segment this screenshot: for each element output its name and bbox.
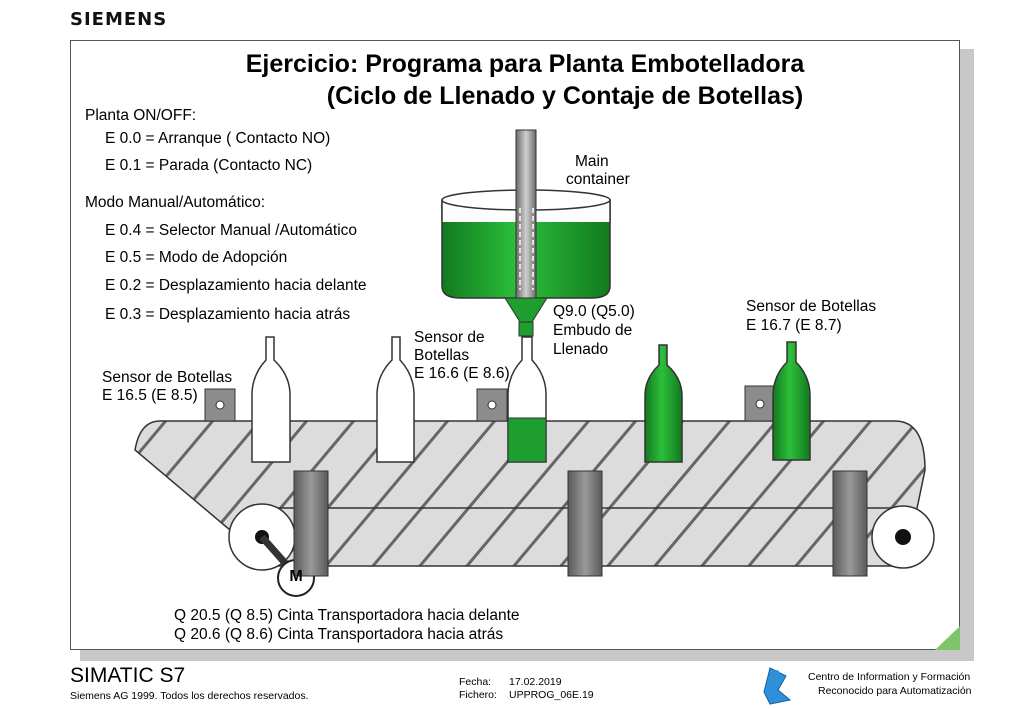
slide-title: Ejercicio: Programa para Planta Embotell… — [245, 50, 805, 78]
bottle-empty-2 — [376, 336, 415, 463]
sensor-right — [744, 385, 776, 422]
motor-label: M — [289, 568, 303, 585]
product-name: SIMATIC S7 — [70, 664, 186, 687]
file-value: UPPROG_06E.19 — [509, 689, 594, 701]
date-label: Fecha: — [459, 676, 492, 688]
sensor-middle — [476, 388, 508, 422]
bottle-filling — [507, 336, 547, 463]
input-e03: E 0.3 = Desplazamiento hacia atrás — [105, 306, 351, 323]
sensor-mid-label-3: E 16.6 (E 8.6) — [414, 365, 510, 382]
conveyor-forward-label: Q 20.5 (Q 8.5) Cinta Transportadora haci… — [174, 607, 520, 624]
sensor-mid-label-2: Botellas — [414, 347, 470, 364]
page-corner-fold — [935, 626, 960, 650]
mode-heading: Modo Manual/Automático: — [85, 194, 266, 211]
slide-subtitle: (Ciclo de Llenado y Contaje de Botellas) — [326, 82, 804, 110]
training-center-line-1: Centro de Information y Formación — [808, 671, 971, 683]
sensor-left-label-1: Sensor de Botellas — [102, 369, 233, 386]
funnel-label-1: Q9.0 (Q5.0) — [553, 303, 635, 320]
file-label: Fichero: — [459, 689, 497, 701]
copyright-text: Siemens AG 1999. Todos los derechos rese… — [70, 690, 309, 702]
input-e04: E 0.4 = Selector Manual /Automático — [105, 222, 358, 239]
conveyor-backward-label: Q 20.6 (Q 8.6) Cinta Transportadora haci… — [174, 626, 504, 643]
sensor-left-label-2: E 16.5 (E 8.5) — [102, 387, 198, 404]
sensor-left — [204, 388, 236, 422]
support-posts — [293, 470, 868, 577]
filling-pipe — [515, 129, 537, 299]
date-value: 17.02.2019 — [509, 676, 562, 688]
training-center-logo — [763, 667, 792, 705]
funnel-label-3: Llenado — [553, 341, 609, 358]
sensor-right-label-2: E 16.7 (E 8.7) — [746, 317, 842, 334]
left-roller — [228, 503, 296, 575]
bottle-full-1 — [644, 344, 683, 463]
input-e05: E 0.5 = Modo de Adopción — [105, 249, 288, 266]
plant-onoff-heading: Planta ON/OFF: — [85, 107, 197, 124]
conveyor-belt — [134, 420, 926, 567]
main-container-label-2: container — [566, 171, 630, 188]
training-center-line-2: Reconocido para Automatización — [818, 685, 972, 697]
funnel-label-2: Embudo de — [553, 322, 633, 339]
right-roller — [871, 505, 935, 569]
siemens-logo: SIEMENS — [70, 9, 168, 30]
input-e01: E 0.1 = Parada (Contacto NC) — [105, 157, 313, 174]
input-e00: E 0.0 = Arranque ( Contacto NO) — [105, 130, 331, 147]
bottle-empty-1 — [251, 336, 291, 463]
bottle-full-2 — [772, 341, 811, 461]
sensor-right-label-1: Sensor de Botellas — [746, 298, 877, 315]
sensor-mid-label-1: Sensor de — [414, 329, 485, 346]
main-container-label-1: Main — [575, 153, 609, 170]
input-e02: E 0.2 = Desplazamiento hacia delante — [105, 277, 367, 294]
